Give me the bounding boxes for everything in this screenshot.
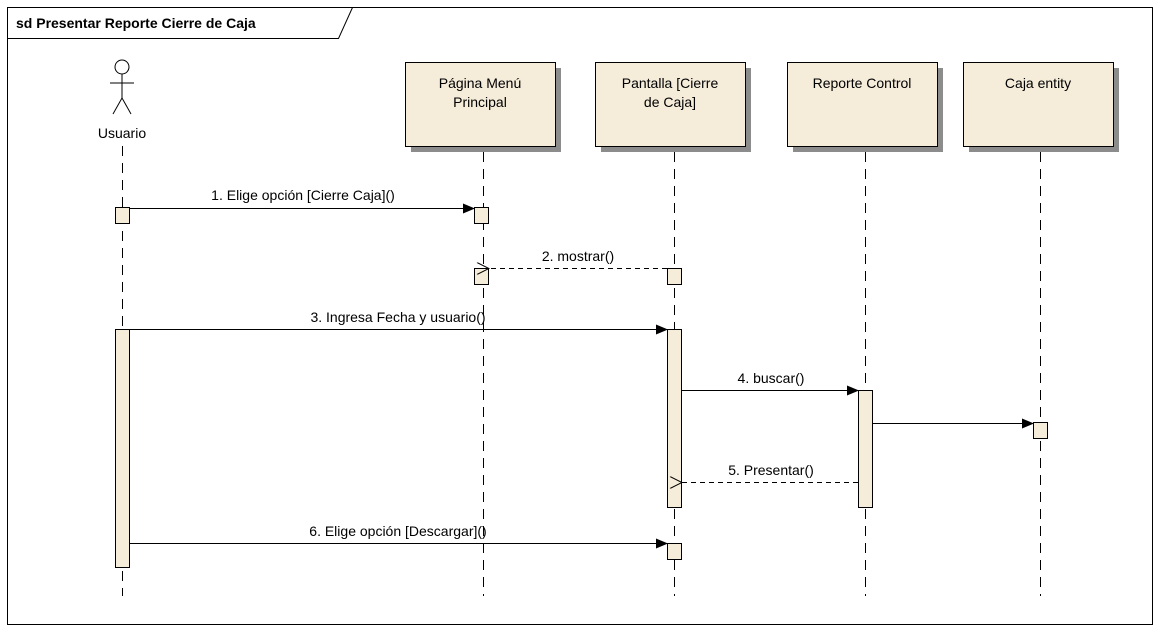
activation-menu-2 (474, 268, 489, 285)
lifeline-title-line1: Página Menú (439, 75, 522, 91)
message-label-4: 4. buscar() (738, 370, 805, 386)
message-label-1: 1. Elige opción [Cierre Caja]() (211, 187, 395, 203)
lifeline-title-line2: de Caja] (644, 94, 696, 110)
lifeline-title-line1: Pantalla [Cierre (622, 75, 719, 91)
activation-menu-1 (474, 207, 489, 224)
lifeline-head-pantalla: Pantalla [Cierre de Caja] (595, 62, 751, 152)
lifeline-head-menu: Página Menú Principal (405, 62, 561, 152)
message-label-3: 3. Ingresa Fecha y usuario() (310, 309, 485, 325)
message-label-6: 6. Elige opción [Descargar]() (309, 523, 486, 539)
actor-label: Usuario (98, 125, 146, 141)
activation-control (858, 390, 873, 508)
lifeline-title-line1: Caja entity (1005, 75, 1071, 91)
activation-caja (1033, 422, 1048, 439)
activation-pantalla-2 (667, 329, 682, 508)
activation-usuario-2 (115, 329, 130, 568)
diagram-frame (7, 7, 1153, 625)
frame-title-tab (7, 7, 353, 39)
lifeline-head-control: Reporte Control (787, 62, 943, 152)
actor-usuario (110, 59, 134, 115)
frame-title: sd Presentar Reporte Cierre de Caja (16, 15, 256, 31)
activation-pantalla-3 (667, 543, 682, 560)
lifeline-head-caja: Caja entity (963, 62, 1119, 152)
activation-pantalla-1 (667, 268, 682, 285)
message-label-2: 2. mostrar() (542, 248, 614, 264)
activation-usuario-1 (115, 207, 130, 224)
lifeline-title-line2: Principal (453, 94, 507, 110)
message-label-5: 5. Presentar() (728, 462, 814, 478)
lifeline-title-line1: Reporte Control (813, 75, 912, 91)
